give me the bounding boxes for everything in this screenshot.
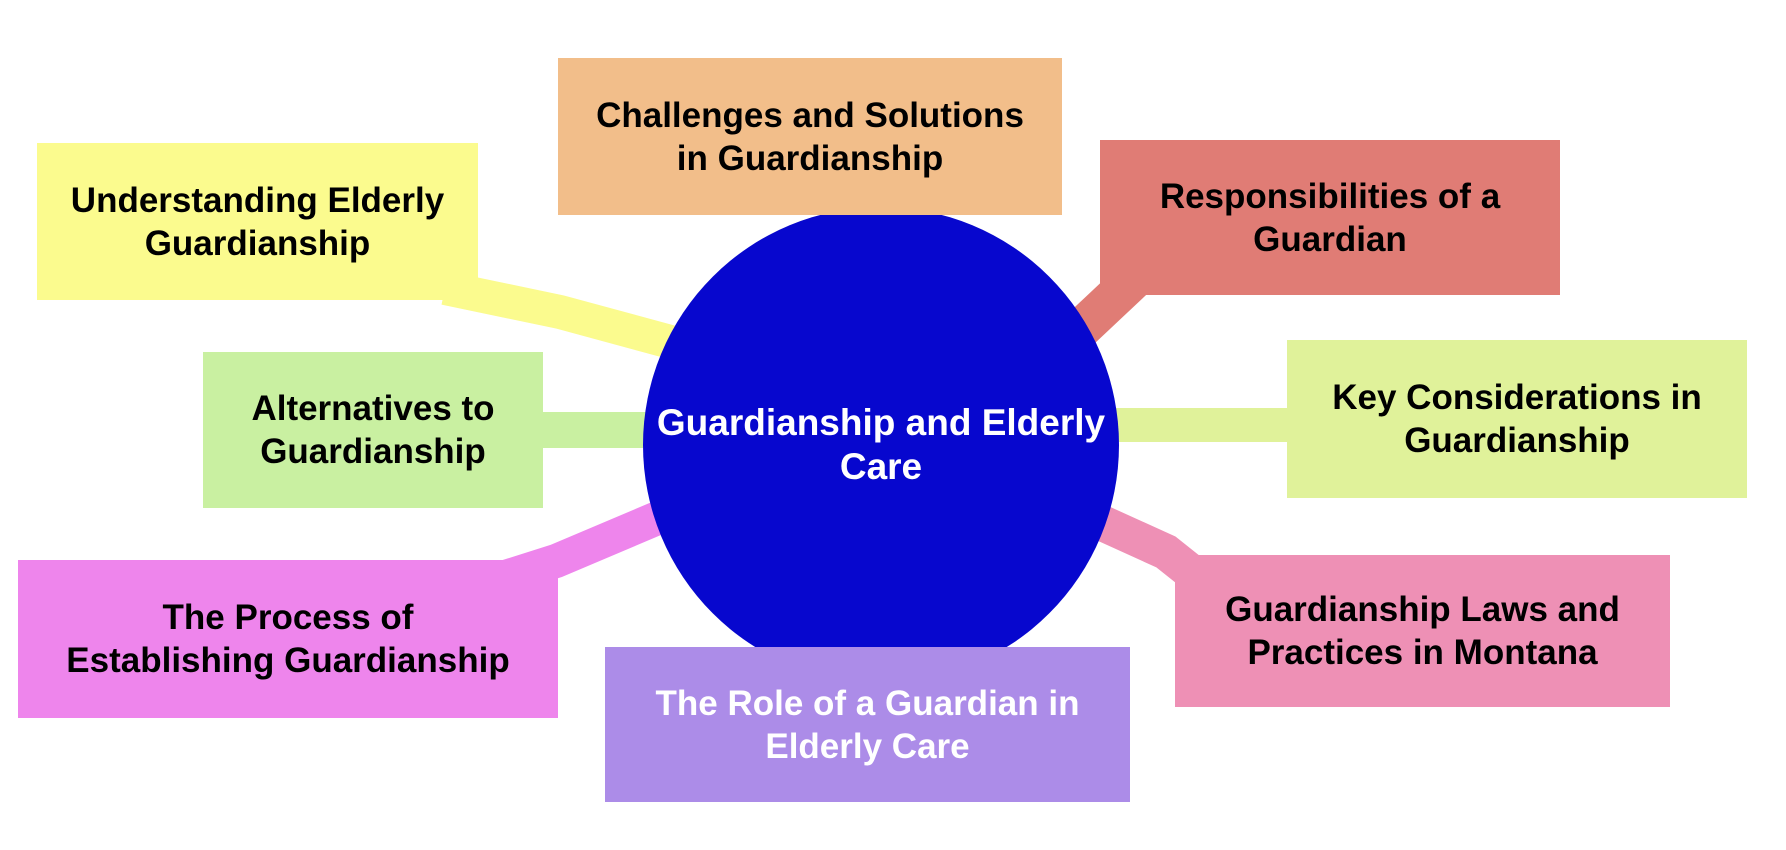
topic-role-of-a-guardian[interactable]: The Role of a Guardian in Elderly Care <box>605 647 1130 802</box>
topic-understanding-elderly-guardianship[interactable]: Understanding Elderly Guardianship <box>37 143 478 300</box>
topic-key-considerations-label: Key Considerations in Guardianship <box>1332 378 1702 460</box>
center-topic[interactable]: Guardianship and Elderly Care <box>646 383 1116 507</box>
topic-guardianship-laws-montana[interactable]: Guardianship Laws and Practices in Monta… <box>1175 555 1670 707</box>
topic-challenges-and-solutions-label: Challenges and Solutions in Guardianship <box>596 95 1024 178</box>
topic-understanding-elderly-guardianship-label: Understanding Elderly Guardianship <box>70 180 445 263</box>
topic-responsibilities-of-a-guardian[interactable]: Responsibilities of a Guardian <box>1100 140 1560 295</box>
topic-responsibilities-of-a-guardian-label: Responsibilities of a Guardian <box>1159 176 1501 259</box>
topic-key-considerations[interactable]: Key Considerations in Guardianship <box>1287 340 1747 498</box>
topic-alternatives-to-guardianship-label: Alternatives to Guardianship <box>251 389 495 471</box>
center-topic-circle[interactable] <box>643 207 1119 683</box>
topic-role-of-a-guardian-label: The Role of a Guardian in Elderly Care <box>655 683 1080 766</box>
connector-understanding <box>441 271 705 367</box>
center-topic-label: Guardianship and Elderly Care <box>656 402 1106 487</box>
topic-alternatives-to-guardianship[interactable]: Alternatives to Guardianship <box>203 352 543 508</box>
topic-challenges-and-solutions[interactable]: Challenges and Solutions in Guardianship <box>558 58 1062 215</box>
topic-guardianship-laws-montana-label: Guardianship Laws and Practices in Monta… <box>1225 590 1620 672</box>
topic-process-of-establishing-guardianship[interactable]: The Process of Establishing Guardianship <box>18 560 558 718</box>
topic-process-of-establishing-guardianship-label: The Process of Establishing Guardianship <box>66 598 510 680</box>
